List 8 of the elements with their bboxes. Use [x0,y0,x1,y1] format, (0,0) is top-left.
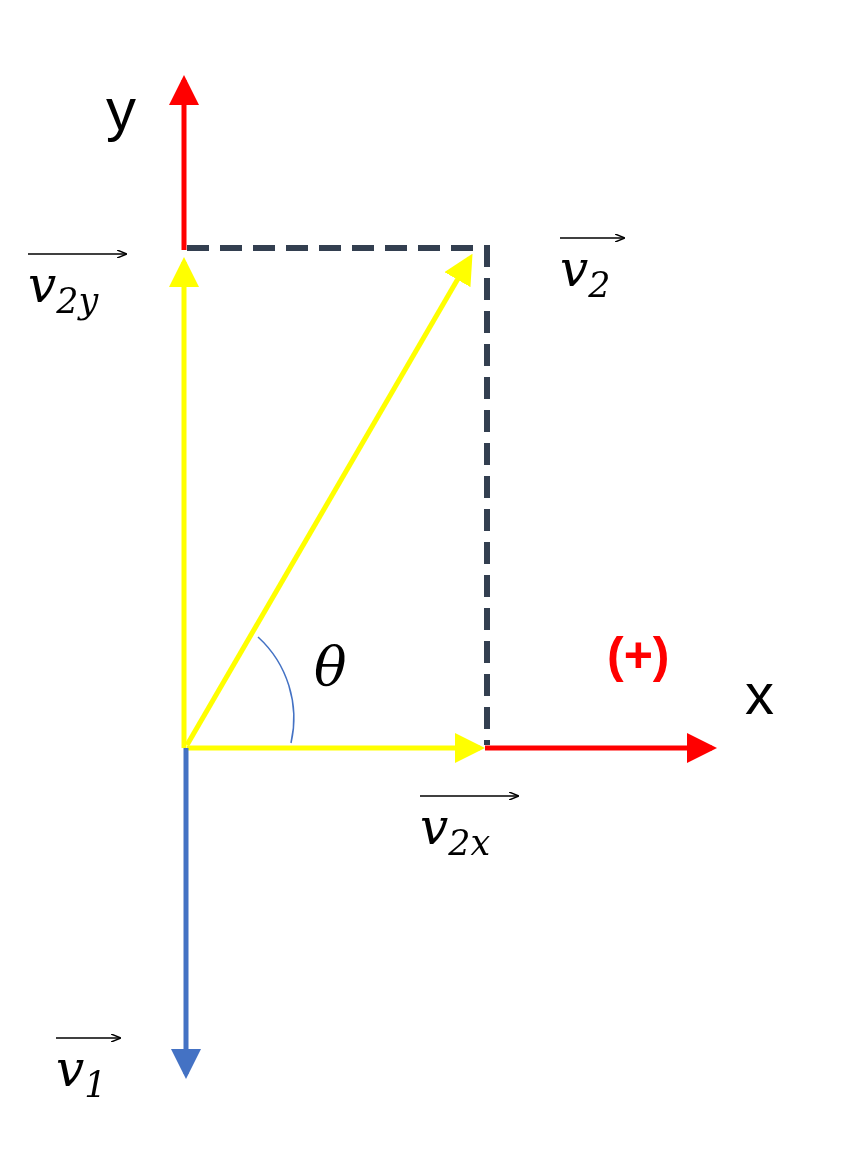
vector-label: v$_{2}$ [560,244,611,303]
vector-label: v$_{1}$ [56,1044,107,1103]
sign-label: (+) [607,630,670,680]
axis-label: y [106,80,136,140]
vector-label: v$_{2x}$ [420,802,491,861]
angle-label: θ [314,640,347,694]
axis-label: x [745,665,774,723]
vector-label: v$_{2y}$ [28,260,99,319]
